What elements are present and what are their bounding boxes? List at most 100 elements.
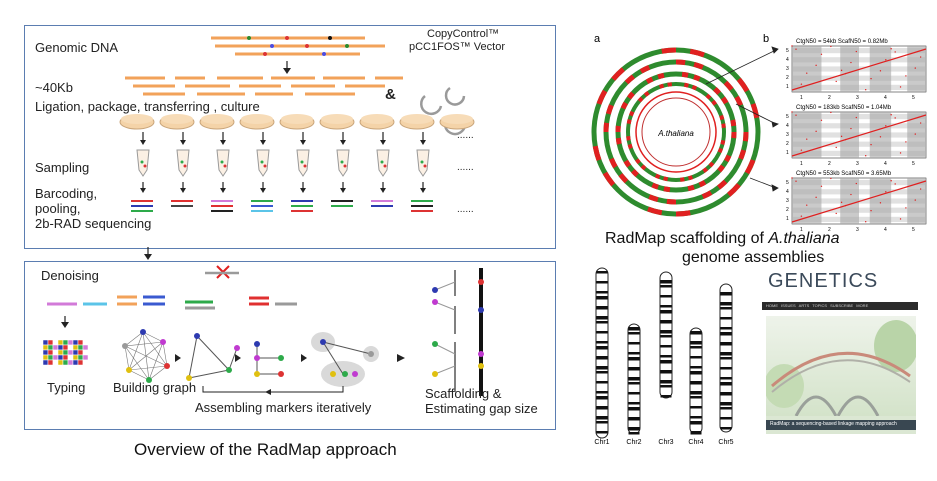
circos-segment (626, 135, 631, 141)
dotplot-y-tick: 3 (786, 198, 789, 204)
graph-edge (128, 369, 150, 381)
arrow-head (180, 188, 186, 193)
tube-dot (140, 160, 144, 164)
chromosome-band (628, 402, 640, 405)
genotype-cell (82, 344, 89, 351)
genotype-cell (52, 359, 59, 366)
chromosome-band (660, 320, 672, 324)
genotype-cell (82, 349, 89, 356)
chromosome-band (690, 356, 702, 359)
arrow-head (260, 140, 266, 145)
dotplot-point (800, 149, 803, 151)
tube-dot (220, 160, 224, 164)
dotplot-point (865, 89, 867, 91)
dotplot-point (879, 202, 882, 204)
genotype-cell (52, 339, 59, 346)
arrow-head (300, 188, 306, 193)
dotplot-x-tick: 3 (856, 95, 859, 101)
chromosome-label: Chr4 (688, 439, 703, 446)
genotype-cell (72, 344, 79, 351)
dotplot-point (795, 180, 797, 182)
dotplot-point (830, 111, 832, 114)
circos-segment (661, 47, 677, 54)
dna-fragments (125, 76, 403, 96)
chromosome-band (596, 321, 608, 324)
genotype-grid (42, 339, 89, 366)
circos-segment (693, 74, 701, 82)
dotplot-point (835, 212, 837, 215)
circos-segment (645, 76, 654, 84)
circos-segment (647, 206, 663, 216)
circos-segment (720, 139, 726, 145)
genotype-cell (42, 339, 49, 346)
circos-segment (750, 103, 760, 119)
chromosome-band (596, 396, 608, 400)
sub-graph-2 (254, 341, 284, 377)
chromosome-band (596, 416, 608, 420)
arrow-head (260, 188, 266, 193)
genetics-journal-cover: GENETICS HOME ISSUES ARTS TOPICS SUBSCRI… (762, 270, 922, 442)
graph-edge (142, 331, 164, 343)
chromosome-band (720, 417, 732, 420)
culture-dish-top (401, 114, 433, 124)
tube-dot (180, 160, 184, 164)
circos-segment (683, 82, 689, 88)
circos-segment (679, 177, 685, 182)
graph-node (122, 343, 128, 349)
dotplot-point (905, 75, 907, 77)
circos-segment (663, 186, 671, 193)
chromosome-band (660, 285, 672, 288)
dotplot-point (870, 209, 872, 212)
dotplot-x-tick: 3 (856, 227, 859, 233)
circos-segment (698, 180, 707, 188)
dotplot-stats: CtgN50 = 183kb ScafN50 = 1.04Mb (796, 105, 892, 111)
genotype-cell (67, 339, 74, 346)
circos-segment (705, 93, 712, 100)
dotplot-block (792, 112, 822, 158)
chromosome-band (596, 281, 608, 284)
circos-segment (711, 99, 717, 106)
chromosome-band (596, 296, 608, 300)
dotplot-point (791, 111, 793, 113)
circos-segment (719, 114, 725, 121)
dotplot-y-tick: 5 (786, 48, 789, 54)
typing-label: Typing (47, 380, 86, 395)
dotplot-y-tick: 5 (786, 114, 789, 120)
dotplot-point (830, 177, 832, 180)
dotplot-block (840, 46, 859, 92)
chromosome-band (660, 385, 672, 388)
genotype-cell (72, 339, 79, 346)
arrow-head (140, 140, 146, 145)
circos-segment (637, 96, 644, 103)
dotplot-point (815, 64, 817, 67)
graph-edge (128, 365, 168, 371)
circos-segment (667, 82, 673, 87)
dotplot-point (844, 72, 847, 75)
genotype-cell (47, 349, 54, 356)
chromosome-band (596, 406, 608, 410)
tube-dot (303, 164, 307, 168)
circos-segment (605, 104, 614, 115)
dotplot-point (806, 138, 808, 140)
genotype-cell (62, 354, 69, 361)
dotplot-point (844, 204, 847, 207)
dotplot-point (914, 67, 916, 69)
chromosome-band (596, 316, 608, 320)
circos-segment (687, 175, 694, 181)
circos-segment (666, 198, 677, 205)
tube-dot (223, 164, 227, 168)
circos-segment (615, 137, 622, 145)
circos-segment (730, 119, 737, 127)
circos-segment (742, 131, 749, 142)
pooling-label: pooling, (35, 201, 81, 216)
genotype-cell (77, 339, 84, 346)
dotplot-x-tick: 4 (884, 227, 887, 233)
chromosome-band (596, 341, 608, 344)
iterate-arrow (202, 386, 344, 395)
sub-graph-1 (186, 333, 240, 381)
chromosome-band (628, 357, 640, 361)
circos-segment (744, 159, 756, 175)
dotplot-y-tick: 4 (786, 57, 789, 63)
dotplot-point (894, 51, 896, 53)
graph-node (140, 329, 146, 335)
